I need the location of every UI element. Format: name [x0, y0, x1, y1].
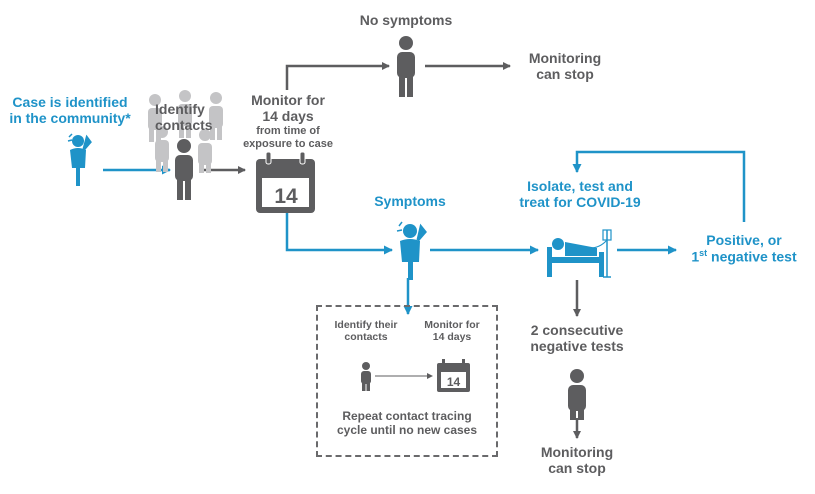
person-icon: [568, 369, 586, 420]
box-repeat-label: Repeat contact tracing cycle until no ne…: [336, 409, 478, 437]
arrow-positive-loop: [572, 150, 746, 222]
person-icon: [361, 362, 371, 391]
monitoring-stop-top-label: Monitoring can stop: [528, 50, 602, 83]
calendar-icon: [256, 151, 315, 213]
sick-person-icon: [67, 133, 92, 186]
no-symptoms-label: No symptoms: [359, 12, 453, 28]
positive-suffix: negative test: [707, 248, 797, 265]
connectors: [103, 62, 746, 439]
monitor-title-label: Monitor for 14 days: [251, 92, 325, 125]
box-monitor-label: Monitor for 14 days: [424, 319, 480, 344]
repeat-tracing-box: [316, 305, 498, 457]
two-negative-label: 2 consecutive negative tests: [530, 322, 624, 355]
monitoring-stop-bottom-label: Monitoring can stop: [540, 444, 614, 477]
calendar-day: 14: [274, 185, 298, 208]
arrow-monitor-to-symptoms: [285, 213, 393, 255]
small-calendar-day: 14: [447, 375, 461, 389]
positive-prefix: Positive, or 1: [691, 232, 782, 265]
identify-contacts-label: Identify contacts: [155, 101, 213, 134]
arrow-monitor-to-no-symptoms: [285, 62, 390, 90]
sick-person-icon: [396, 221, 427, 280]
hospital-bed-icon: [547, 229, 612, 278]
positive-label: Positive, or 1st negative test: [676, 232, 812, 265]
positive-sup: st: [699, 248, 708, 259]
case-identified-label: Case is identified in the community*: [9, 94, 131, 127]
symptoms-label: Symptoms: [374, 193, 446, 209]
isolate-label: Isolate, test and treat for COVID-19: [519, 178, 641, 211]
box-identify-label: Identify their contacts: [334, 319, 398, 344]
person-icon: [397, 36, 415, 97]
contacts-group-icon: [148, 90, 223, 200]
monitor-sub-label: from time of exposure to case: [243, 125, 333, 150]
calendar-icon: [437, 359, 470, 392]
